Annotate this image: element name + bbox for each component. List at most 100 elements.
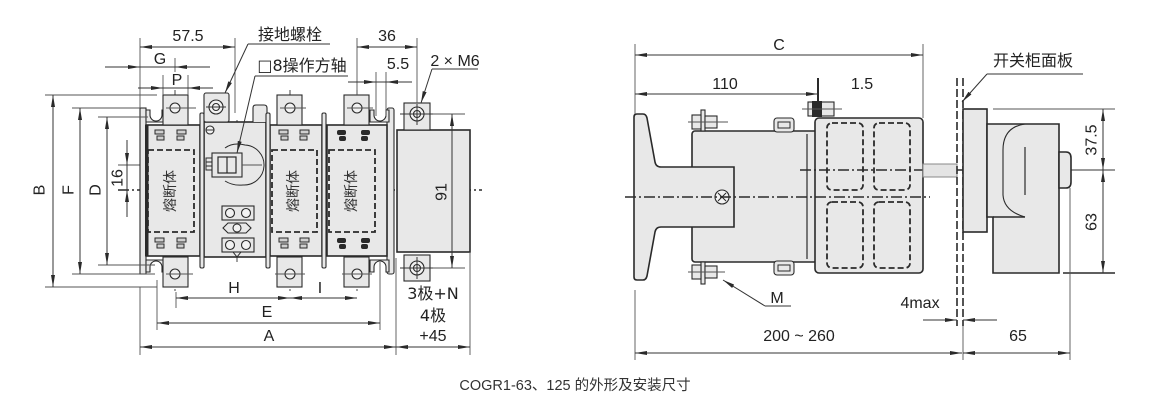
contact-icon bbox=[361, 238, 370, 243]
dimension-label-36: 36 bbox=[378, 28, 396, 45]
pole-1-body bbox=[145, 124, 201, 257]
contact-icon bbox=[339, 244, 346, 249]
contact-icon bbox=[280, 135, 289, 141]
bolt-washer bbox=[700, 109, 706, 132]
figure-caption: COGR1-63、125 的外形及安装尺寸 bbox=[459, 377, 690, 394]
dimension-label-h: H bbox=[228, 280, 240, 297]
dimension-label-a: A bbox=[264, 328, 275, 345]
body-clip-top-slot bbox=[777, 121, 791, 129]
fuse-outline-upper-right bbox=[873, 122, 911, 191]
dimension-label-i: I bbox=[318, 280, 322, 297]
contact-icon bbox=[337, 130, 346, 135]
dimension-label-16: 16 bbox=[110, 169, 127, 187]
hook-top-right-icon bbox=[369, 109, 390, 123]
pole-option-3p-n: 3极+N bbox=[407, 284, 459, 303]
fuse-label-pole-1: 熔断体 bbox=[163, 170, 179, 212]
dimension-label-d: D bbox=[88, 184, 105, 196]
dimension-label-f: F bbox=[61, 185, 78, 195]
hook-top-left-icon bbox=[145, 109, 166, 123]
handle-flange bbox=[962, 108, 988, 233]
contacts-pole-1 bbox=[154, 129, 187, 249]
contacts-pole-3 bbox=[337, 130, 370, 249]
mounting-bolt-top bbox=[400, 102, 436, 131]
body-clip-bottom bbox=[773, 260, 795, 276]
callout-leader-panel bbox=[961, 73, 988, 103]
callout-leader-operating-shaft bbox=[236, 75, 256, 154]
terminal-plate bbox=[343, 256, 370, 288]
dimension-label-57-5: 57.5 bbox=[172, 28, 203, 45]
callout-cabinet-panel: 开关柜面板 bbox=[993, 51, 1073, 70]
fuse-outline-upper-left bbox=[826, 122, 864, 191]
contact-icon bbox=[154, 129, 165, 135]
callout-leader-ground-bolt bbox=[224, 43, 249, 94]
dimension-label-65: 65 bbox=[1009, 328, 1027, 345]
dimension-label-200-260: 200 ~ 260 bbox=[763, 328, 835, 345]
bottom-terminal-pole-1 bbox=[162, 256, 193, 288]
fuse-carrier-pole-3 bbox=[328, 149, 376, 233]
dimension-label-37-5: 37.5 bbox=[1084, 124, 1101, 155]
body-clip-bottom-slot bbox=[777, 264, 791, 272]
callout-mounting-screws: 2 × M6 bbox=[430, 53, 479, 70]
aux-screw-icon bbox=[224, 207, 236, 219]
separator-plate-2 bbox=[265, 112, 271, 269]
contact-icon bbox=[156, 243, 165, 249]
mechanism-top-notch bbox=[252, 104, 268, 122]
contact-icon bbox=[337, 238, 346, 243]
handle-body bbox=[986, 123, 1060, 274]
pole-1-side-edge bbox=[145, 125, 149, 256]
dimension-label-63: 63 bbox=[1084, 213, 1101, 231]
contact-icon bbox=[299, 135, 308, 141]
contact-icon bbox=[278, 237, 289, 243]
aux-screw-icon bbox=[224, 239, 236, 251]
body-bolt-bottom bbox=[688, 261, 725, 285]
ground-bolt bbox=[203, 92, 230, 135]
bottom-terminal-pole-2 bbox=[275, 256, 305, 288]
fuse-carrier-pole-2 bbox=[271, 149, 318, 233]
callout-screw-m: M bbox=[770, 290, 783, 307]
extension-shaft bbox=[922, 163, 958, 178]
contact-icon bbox=[176, 243, 185, 249]
pole-3-body bbox=[326, 124, 388, 257]
callout-ground-bolt: 接地螺栓 bbox=[258, 25, 322, 44]
contact-icon bbox=[154, 237, 165, 243]
contact-icon bbox=[278, 129, 289, 135]
dimension-label-p: P bbox=[172, 72, 183, 89]
dimension-label-c: C bbox=[773, 37, 785, 54]
callout-operating-shaft: □8操作方轴 bbox=[257, 56, 346, 75]
contact-icon bbox=[361, 244, 368, 249]
handle-knob bbox=[1058, 151, 1072, 189]
mechanism-body bbox=[203, 121, 267, 258]
bolt-washer bbox=[700, 261, 706, 285]
aux-connector-screw-icon bbox=[232, 223, 242, 233]
body-clip-top bbox=[773, 117, 795, 133]
dimension-label-4max: 4max bbox=[900, 295, 939, 312]
dimension-label-e: E bbox=[262, 304, 273, 321]
dimension-label-5-5: 5.5 bbox=[387, 56, 409, 73]
aux-block-tip bbox=[232, 251, 242, 258]
contact-icon bbox=[176, 135, 185, 141]
right-mounting-plate bbox=[386, 107, 395, 275]
operating-mechanism bbox=[205, 143, 265, 258]
connector-bolt bbox=[802, 78, 842, 117]
dimension-label-91: 91 bbox=[434, 183, 451, 201]
top-terminal-pole-3 bbox=[343, 94, 373, 126]
dimension-label-b: B bbox=[32, 185, 49, 196]
fuse-compartment bbox=[814, 117, 924, 274]
contact-icon bbox=[176, 237, 187, 243]
dimension-label-g: G bbox=[154, 51, 166, 68]
top-terminal-pole-1 bbox=[162, 94, 196, 126]
front-view: 熔断体 熔断体 熔断体 57.5 bbox=[32, 25, 482, 355]
handle-grip-curve bbox=[1002, 123, 1026, 218]
contact-icon bbox=[299, 129, 310, 135]
body-bolt-top bbox=[688, 109, 728, 132]
hook-bottom-right-icon bbox=[369, 259, 390, 273]
contact-icon bbox=[156, 135, 165, 141]
fuse-label-pole-2: 熔断体 bbox=[286, 170, 302, 212]
contacts-pole-2 bbox=[278, 129, 310, 249]
hook-bottom-left-icon bbox=[145, 259, 166, 273]
side-view: C 110 1.5 开关柜面板 M 37.5 63 4max 200 ~ 260… bbox=[625, 37, 1115, 360]
pole-option-extra-width: +45 bbox=[419, 328, 446, 345]
callout-leader-screw bbox=[722, 279, 766, 307]
bottom-terminal-pole-3 bbox=[342, 256, 372, 288]
